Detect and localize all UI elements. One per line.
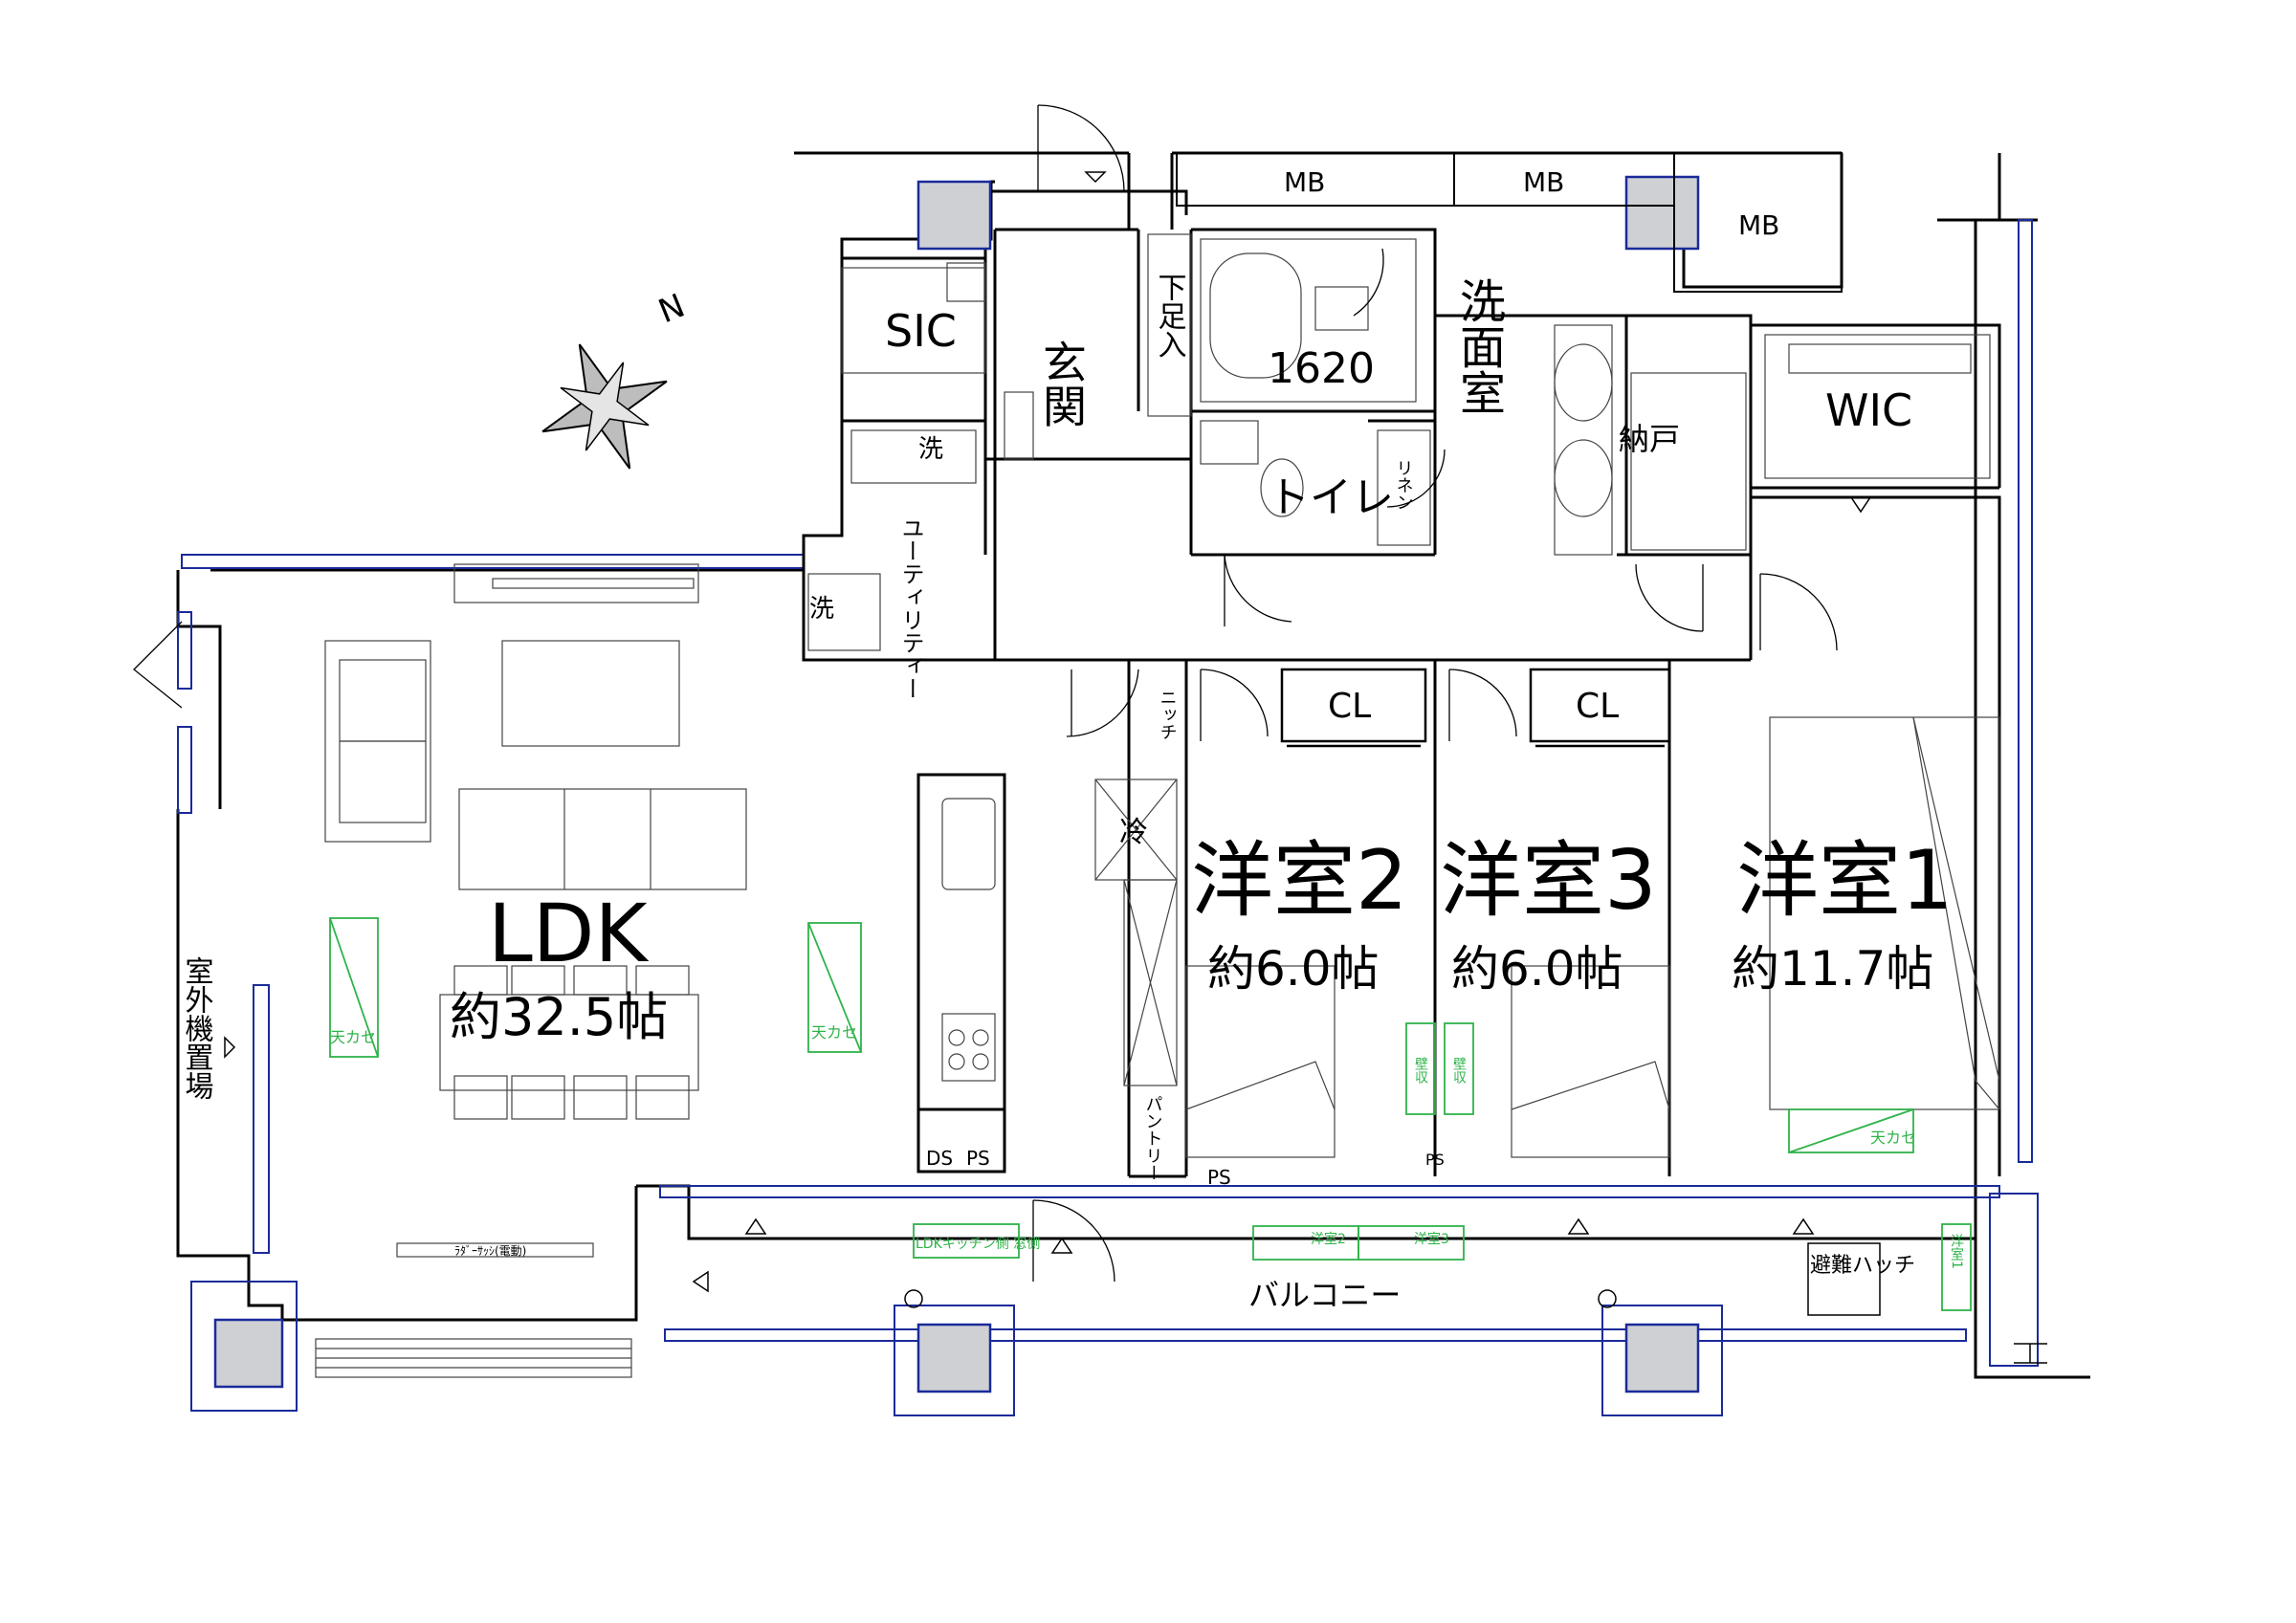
western1-size: 約11.7帖 xyxy=(1732,941,1933,997)
western2-size: 約6.0帖 xyxy=(1207,941,1380,997)
interior-walls xyxy=(802,228,2001,1178)
mb2-label: MB xyxy=(1523,166,1564,198)
mb-boxes xyxy=(1176,152,1843,293)
mb3-label: MB xyxy=(1738,209,1779,241)
storage-name: 納戸 xyxy=(1619,421,1680,457)
pillars xyxy=(213,175,1700,1393)
furniture xyxy=(315,233,2000,1378)
ldk-size: 約32.5帖 xyxy=(450,987,668,1047)
mb1-label: MB xyxy=(1284,166,1325,198)
western3-name: 洋室3 xyxy=(1440,833,1657,929)
sliding-door-note: ﾗﾀﾞｰｻｯｼ(電動) xyxy=(454,1244,526,1258)
bath-size: 1620 xyxy=(1268,344,1375,393)
ceiling3-note: 天カセ xyxy=(1870,1129,1916,1147)
aircon-units xyxy=(329,917,1972,1311)
wic-name: WIC xyxy=(1825,384,1912,436)
closet1-label: 壁収 xyxy=(1413,1057,1428,1084)
pillar-outlines xyxy=(190,1281,1723,1416)
balcony-markers xyxy=(224,171,2047,1364)
western3-size: 約6.0帖 xyxy=(1451,941,1623,997)
western1-name: 洋室1 xyxy=(1736,833,1954,929)
ps2-label: PS xyxy=(1207,1166,1231,1189)
ceiling1-note: 天カセ xyxy=(330,1028,376,1046)
western2-tag: 洋室2 xyxy=(1311,1231,1346,1247)
sic-name: SIC xyxy=(885,305,957,357)
toilet-name: トイレ xyxy=(1268,473,1394,522)
ds-label: DS xyxy=(926,1147,953,1170)
western3-tag: 洋室3 xyxy=(1414,1231,1449,1247)
western1-tag: 洋室1 xyxy=(1949,1234,1964,1269)
pantry-label: パントリー xyxy=(1143,1095,1163,1181)
entrance-name: 玄関 xyxy=(1036,340,1088,428)
closets xyxy=(1280,668,1671,748)
compass-north-label: N xyxy=(653,287,691,332)
outer-walls xyxy=(176,151,2090,1379)
washroom-name: 洗面室 xyxy=(1451,277,1505,415)
outdoor-unit-name: 室外機置場 xyxy=(180,956,214,1100)
escape-hatch-label: 避難ハッチ xyxy=(1810,1254,1915,1278)
fridge-label: 冷 xyxy=(1119,816,1148,849)
western2-name: 洋室2 xyxy=(1191,833,1408,929)
closet2-label: 壁収 xyxy=(1451,1057,1467,1084)
window-frames xyxy=(177,219,2039,1367)
ps1-label: PS xyxy=(966,1147,990,1170)
compass-icon xyxy=(541,343,668,470)
wash1-label: 洗 xyxy=(918,435,943,464)
cl1-label: CL xyxy=(1328,687,1371,726)
cl2-label: CL xyxy=(1576,687,1619,726)
labels: N LDK 約32.5帖 洋室2 約6.0帖 洋室3 約6.0帖 洋室1 約11… xyxy=(180,166,1965,1313)
doors xyxy=(133,104,1838,1283)
niche-label: ニッチ xyxy=(1158,689,1178,740)
utility-name: ユーティリティー xyxy=(897,516,924,700)
ps3-label: PS xyxy=(1425,1151,1445,1169)
ceiling2-note: 天カセ xyxy=(811,1023,857,1042)
kitchen-window-note: LDKキッチン側 窓側 xyxy=(916,1236,1040,1252)
shoe-box-label: 下足入 xyxy=(1153,273,1186,359)
linen-label: リネン xyxy=(1394,459,1414,511)
wash2-label: 洗 xyxy=(809,595,834,624)
balcony-name: バルコニー xyxy=(1248,1277,1401,1313)
ldk-name: LDK xyxy=(488,887,649,980)
